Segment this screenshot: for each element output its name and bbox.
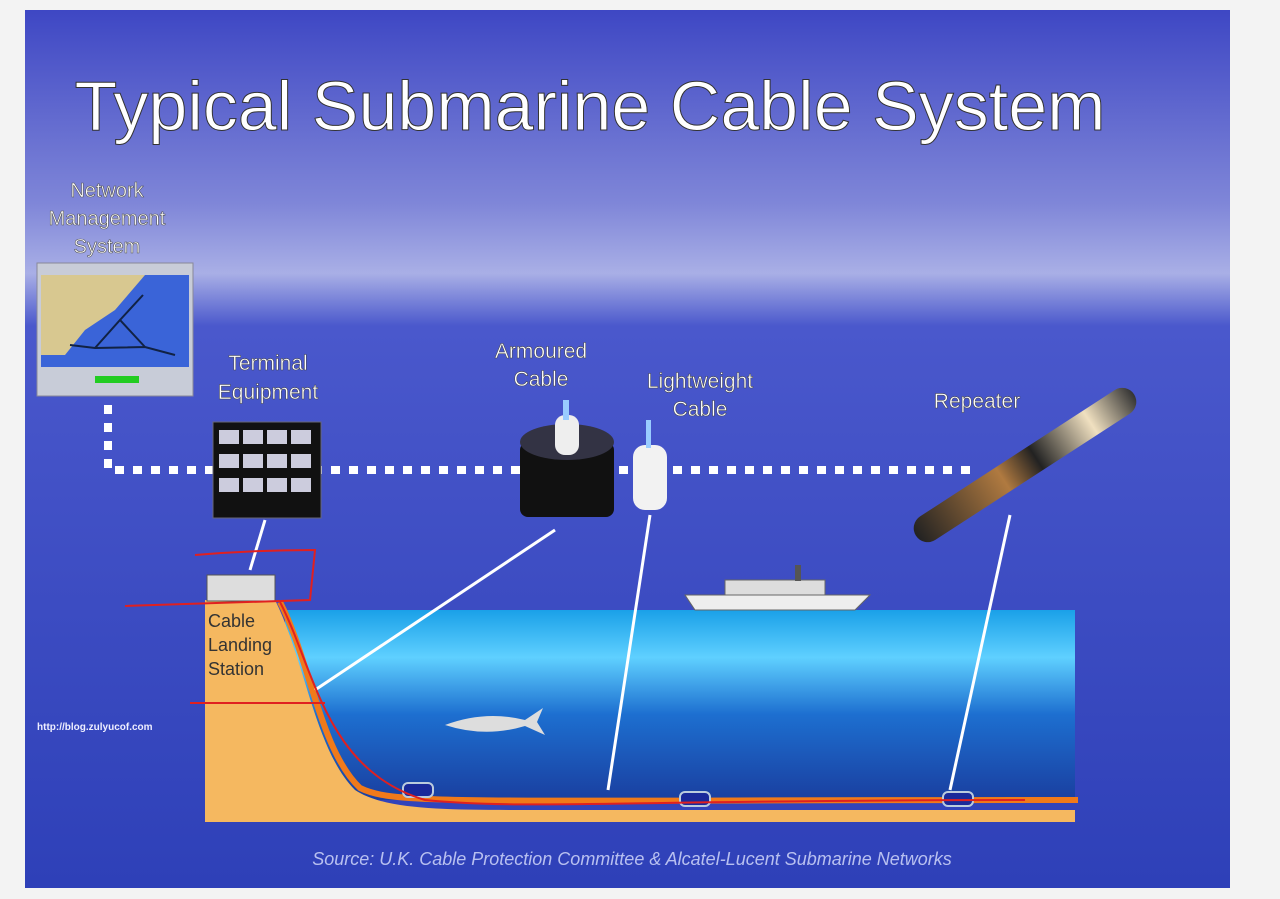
- cls-label: Cable Landing Station: [208, 611, 272, 679]
- svg-text:Cable: Cable: [673, 398, 728, 421]
- terminal-equipment-icon: [212, 421, 322, 519]
- nms-label: Network Management System: [48, 180, 166, 259]
- source-credit: Source: U.K. Cable Protection Committee …: [312, 849, 952, 869]
- armoured-label: Armoured Cable: [495, 340, 588, 392]
- land-seabed: [205, 600, 1075, 822]
- lightweight-label: Lightweight Cable: [647, 370, 754, 422]
- svg-text:Armoured: Armoured: [495, 340, 587, 363]
- network-link-dotted-line: [104, 405, 970, 474]
- svg-text:System: System: [74, 236, 141, 258]
- pointer-arrows: [248, 514, 1012, 791]
- landing-station-icon: [206, 574, 276, 602]
- lightweight-cable-icon: [633, 420, 667, 510]
- armoured-cable-icon: [520, 400, 614, 517]
- repeater-label: Repeater: [934, 390, 1020, 413]
- terminal-label: Terminal Equipment: [218, 352, 319, 405]
- red-annotation-marks: [124, 548, 1026, 806]
- svg-text:Cable: Cable: [514, 368, 569, 391]
- ship-icon: [684, 565, 872, 611]
- shark-icon: [445, 708, 545, 735]
- svg-text:Cable: Cable: [208, 611, 255, 631]
- svg-text:Terminal: Terminal: [228, 352, 307, 375]
- nms-screenshot-icon: [36, 262, 194, 397]
- diagram: Typical Submarine Cable System Network M…: [25, 10, 1230, 888]
- svg-text:Network: Network: [70, 180, 144, 202]
- slide: Typical Submarine Cable System Network M…: [25, 10, 1230, 888]
- svg-text:Station: Station: [208, 659, 264, 679]
- slide-title: Typical Submarine Cable System: [75, 67, 1106, 145]
- repeater-icon: [913, 387, 1137, 543]
- svg-text:Equipment: Equipment: [218, 381, 319, 404]
- svg-text:Landing: Landing: [208, 635, 272, 655]
- svg-text:Lightweight: Lightweight: [647, 370, 753, 393]
- source-url: http://blog.zulyucof.com: [37, 722, 153, 733]
- svg-text:Management: Management: [49, 208, 166, 230]
- ocean-cross-section: [285, 610, 1075, 800]
